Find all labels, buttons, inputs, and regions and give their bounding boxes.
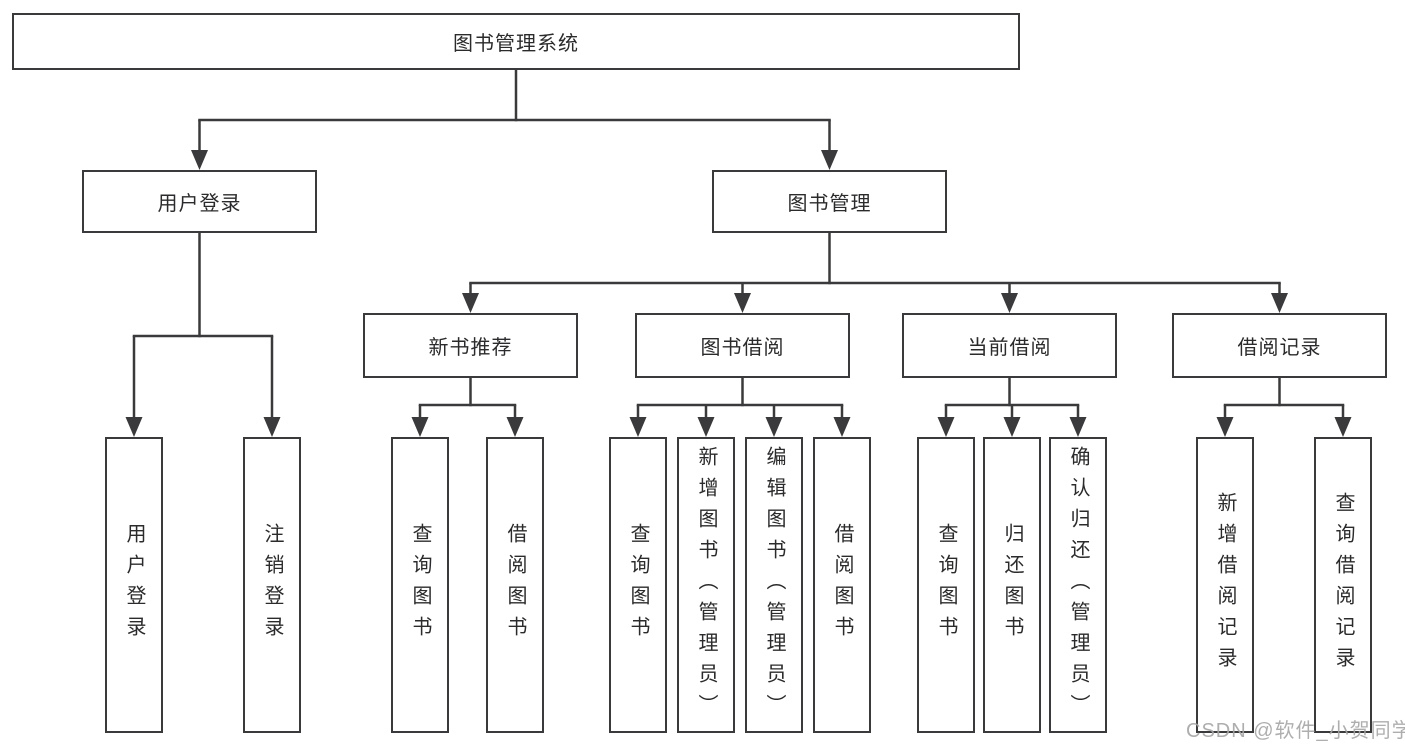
node-label: 借阅记录 bbox=[1237, 337, 1322, 359]
node-library-management-system: 图书管理系统 bbox=[12, 13, 1020, 70]
node-label: 图书管理系统 bbox=[453, 33, 579, 55]
leaf-label: 用户登录 bbox=[123, 523, 145, 647]
leaf-label: 编辑图书（管理员） bbox=[763, 445, 785, 725]
node-book-borrow: 图书借阅 bbox=[635, 313, 850, 378]
leaf-user-login: 用户登录 bbox=[105, 437, 163, 733]
leaf-label: 注销登录 bbox=[261, 523, 283, 647]
leaf-label: 新增借阅记录 bbox=[1214, 492, 1236, 678]
node-current-borrow: 当前借阅 bbox=[902, 313, 1117, 378]
leaf-query-books-borrow: 查询图书 bbox=[609, 437, 667, 733]
leaf-edit-books-admin: 编辑图书（管理员） bbox=[745, 437, 803, 733]
csdn-watermark: CSDN @软件_小贺同学 bbox=[1186, 720, 1405, 742]
leaf-label: 新增图书（管理员） bbox=[695, 445, 717, 725]
leaf-query-books-recommend: 查询图书 bbox=[391, 437, 449, 733]
leaf-label: 查询图书 bbox=[627, 523, 649, 647]
leaf-query-books-current: 查询图书 bbox=[917, 437, 975, 733]
node-borrow-records: 借阅记录 bbox=[1172, 313, 1387, 378]
node-label: 图书管理 bbox=[787, 193, 872, 215]
leaf-label: 查询图书 bbox=[409, 523, 431, 647]
node-new-book-recommend: 新书推荐 bbox=[363, 313, 578, 378]
leaf-logout: 注销登录 bbox=[243, 437, 301, 733]
leaf-label: 查询借阅记录 bbox=[1332, 492, 1354, 678]
leaf-label: 借阅图书 bbox=[504, 523, 526, 647]
node-label: 用户登录 bbox=[157, 193, 242, 215]
node-user-login-branch: 用户登录 bbox=[82, 170, 317, 233]
node-label: 图书借阅 bbox=[700, 337, 785, 359]
leaf-confirm-return-admin: 确认归还（管理员） bbox=[1049, 437, 1107, 733]
node-book-management-branch: 图书管理 bbox=[712, 170, 947, 233]
leaf-borrow-books-recommend: 借阅图书 bbox=[486, 437, 544, 733]
leaf-label: 借阅图书 bbox=[831, 523, 853, 647]
leaf-add-books-admin: 新增图书（管理员） bbox=[677, 437, 735, 733]
leaf-borrow-books: 借阅图书 bbox=[813, 437, 871, 733]
leaf-label: 归还图书 bbox=[1001, 523, 1023, 647]
leaf-query-borrow-record: 查询借阅记录 bbox=[1314, 437, 1372, 733]
leaf-return-books: 归还图书 bbox=[983, 437, 1041, 733]
leaf-add-borrow-record: 新增借阅记录 bbox=[1196, 437, 1254, 733]
leaf-label: 查询图书 bbox=[935, 523, 957, 647]
node-label: 新书推荐 bbox=[428, 337, 513, 359]
leaf-label: 确认归还（管理员） bbox=[1067, 445, 1089, 725]
node-label: 当前借阅 bbox=[967, 337, 1052, 359]
